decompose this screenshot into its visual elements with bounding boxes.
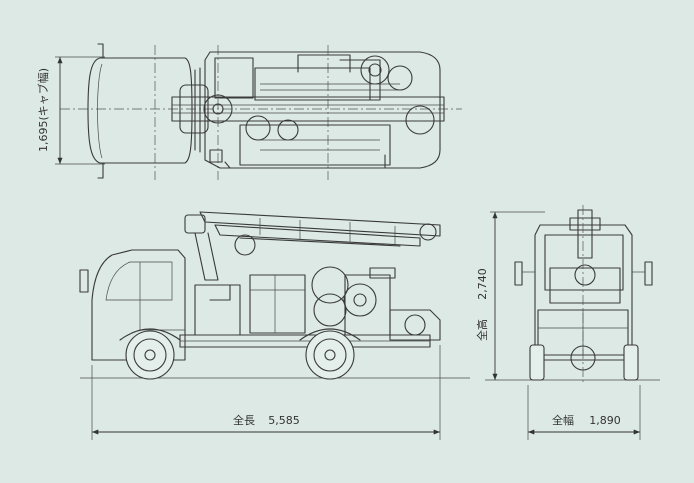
side-view xyxy=(79,211,470,440)
overall-length-label: 全長 xyxy=(233,413,255,427)
cab-width-label: 1,695(キャブ幅) xyxy=(36,68,50,152)
overall-height-value: 2,740 xyxy=(476,268,489,300)
overall-length-value: 5,585 xyxy=(268,414,300,427)
overall-width-value: 1,890 xyxy=(589,414,621,427)
overall-height-label: 全高 xyxy=(475,319,489,341)
front-view xyxy=(485,205,660,440)
top-view xyxy=(55,43,462,180)
overall-width-label: 全幅 xyxy=(552,413,574,427)
